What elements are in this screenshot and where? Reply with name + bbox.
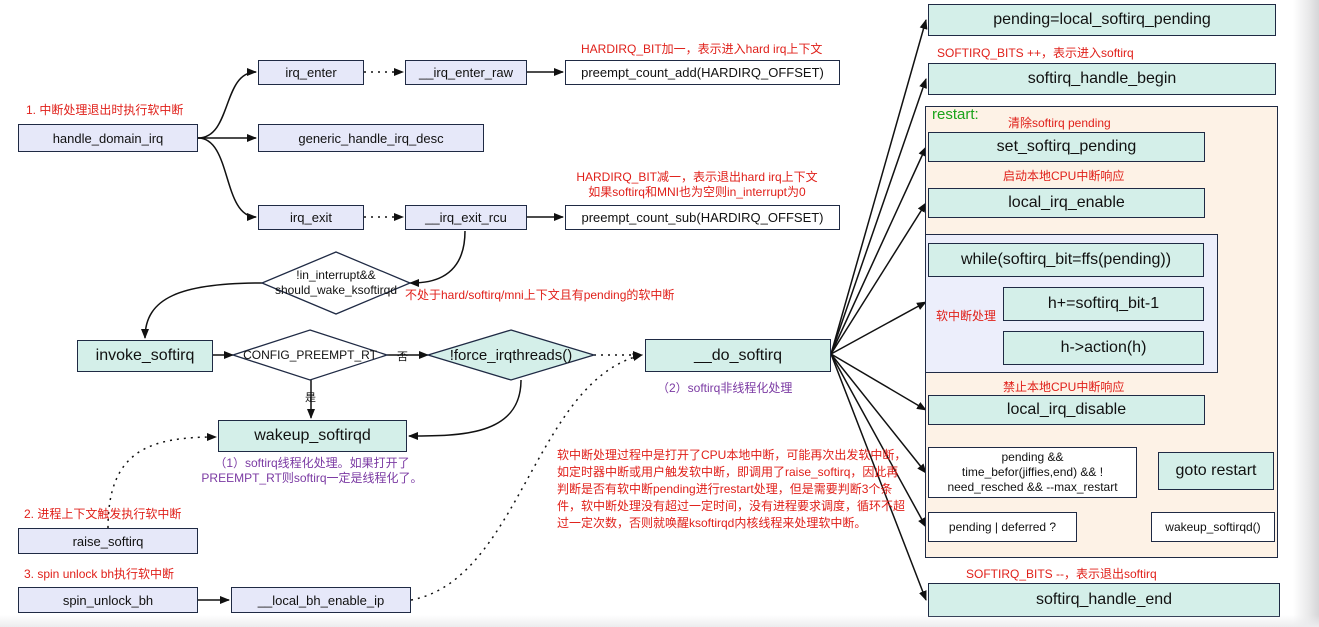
threaded-line-2: PREEMPT_RT则softirq一定是线程化了。 bbox=[201, 471, 423, 485]
section-1-note: 1. 中断处理退出时执行软中断 bbox=[26, 103, 184, 117]
restart-description-line-3: 判断是否有软中断pending进行restart处理，但是需要判断3个条 bbox=[557, 482, 893, 496]
config-preempt-rt-label: CONFIG_PREEMPT_RT bbox=[243, 348, 377, 362]
restart-condition-node[interactable]: pending && time_befor(jiffies,end) && ! … bbox=[928, 447, 1137, 498]
irq-exit-node[interactable]: irq_exit bbox=[258, 205, 364, 230]
preempt-count-sub-node[interactable]: preempt_count_sub(HARDIRQ_OFFSET) bbox=[565, 205, 840, 230]
restart-description-line-2: 如定时器中断或用户触发软中断，即调用了raise_softirq，因此再 bbox=[557, 465, 899, 479]
hardirq-add-note: HARDIRQ_BIT加一，表示进入hard irq上下文 bbox=[581, 42, 823, 56]
section-3-note: 3. spin unlock bh执行软中断 bbox=[24, 567, 175, 581]
bottom-edge-shadow bbox=[0, 615, 1319, 627]
restart-condition-line-3: need_resched && --max_restart bbox=[947, 480, 1118, 494]
no-label: 否 bbox=[397, 351, 408, 363]
edge-do-to-irq-enable bbox=[830, 202, 927, 355]
restart-condition-line-2: time_befor(jiffies,end) && ! bbox=[961, 465, 1104, 479]
edge-handle-to-irq-enter bbox=[197, 68, 257, 139]
while-ffs-node[interactable]: while(softirq_bit=ffs(pending)) bbox=[928, 243, 1204, 277]
edge-handle-to-irq-exit bbox=[197, 137, 257, 221]
in-interrupt-line-1: !in_interrupt&& bbox=[296, 268, 376, 282]
softirq-bits-dec-note: SOFTIRQ_BITS --，表示退出softirq bbox=[966, 567, 1157, 581]
invoke-softirq-node[interactable]: invoke_softirq bbox=[77, 340, 213, 372]
hardirq-sub-line-2: 如果softirq和MNI也为空则in_interrupt为0 bbox=[588, 185, 806, 199]
irq-enter-raw-node[interactable]: __irq_enter_raw bbox=[405, 60, 527, 85]
in-interrupt-line-2: should_wake_ksoftirqd bbox=[274, 283, 398, 297]
yes-label: 是 bbox=[305, 392, 316, 404]
goto-restart-node[interactable]: goto restart bbox=[1158, 452, 1274, 490]
restart-description: 软中断处理过程中是打开了CPU本地中断，可能再次出发软中断， 如定时器中断或用户… bbox=[557, 447, 906, 532]
enable-cpu-irq-note: 启动本地CPU中断响应 bbox=[1003, 169, 1125, 183]
softirq-bits-inc-note: SOFTIRQ_BITS ++，表示进入softirq bbox=[937, 46, 1134, 60]
restart-description-line-4: 件，软中断处理没有超过一定时间，没有进程要求调度，循环不超 bbox=[557, 499, 906, 513]
threaded-line-1: （1）softirq线程化处理。如果打开了 bbox=[214, 456, 410, 470]
edge-do-to-pending-deferred bbox=[830, 353, 927, 528]
softirq-handling-note: 软中断处理 bbox=[936, 309, 997, 323]
edge-force-to-wakeup bbox=[408, 379, 522, 440]
pending-deferred-node[interactable]: pending | deferred ? bbox=[928, 512, 1077, 542]
in-interrupt-diamond bbox=[260, 251, 412, 315]
hardirq-sub-line-1: HARDIRQ_BIT减一，表示退出hard irq上下文 bbox=[576, 170, 818, 184]
generic-handle-irq-desc-node[interactable]: generic_handle_irq_desc bbox=[258, 124, 484, 152]
edge-rcu-to-in-interrupt bbox=[409, 230, 466, 288]
config-preempt-rt-diamond bbox=[230, 329, 390, 381]
edge-local-bh-to-do-softirq bbox=[410, 353, 643, 601]
force-irqthreads-label: !force_irqthreads() bbox=[449, 346, 573, 364]
wakeup-softirqd-fn-node[interactable]: wakeup_softirqd() bbox=[1151, 512, 1275, 542]
do-softirq-node[interactable]: __do_softirq bbox=[645, 339, 831, 372]
local-irq-enable-node[interactable]: local_irq_enable bbox=[928, 188, 1205, 218]
force-irqthreads-diamond bbox=[425, 329, 597, 381]
edge-do-to-irq-disable bbox=[830, 353, 927, 411]
restart-description-line-1: 软中断处理过程中是打开了CPU本地中断，可能再次出发软中断， bbox=[557, 448, 907, 462]
raise-softirq-node[interactable]: raise_softirq bbox=[18, 528, 198, 554]
section-2-note: 2. 进程上下文触发执行软中断 bbox=[24, 507, 182, 521]
restart-label: restart: bbox=[932, 106, 979, 123]
edge-do-to-restart-cond bbox=[830, 353, 927, 474]
edge-do-to-handle-end bbox=[830, 353, 927, 601]
h-plus-node[interactable]: h+=softirq_bit-1 bbox=[1003, 287, 1204, 321]
in-interrupt-label: !in_interrupt&& should_wake_ksoftirqd bbox=[256, 266, 416, 300]
clear-pending-note: 清除softirq pending bbox=[1008, 116, 1111, 130]
restart-condition-line-1: pending && bbox=[1001, 450, 1064, 464]
softirq-handle-begin-node[interactable]: softirq_handle_begin bbox=[928, 63, 1276, 95]
pending-local-node[interactable]: pending=local_softirq_pending bbox=[928, 4, 1276, 36]
edge-in-interrupt-to-invoke bbox=[141, 282, 263, 339]
non-threaded-note: （2）softirq非线程化处理 bbox=[657, 381, 793, 395]
softirq-handle-end-node[interactable]: softirq_handle_end bbox=[928, 583, 1280, 617]
wakeup-softirqd-node[interactable]: wakeup_softirqd bbox=[218, 420, 407, 452]
right-edge-shadow bbox=[1293, 0, 1319, 627]
restart-description-line-5: 过一定次数，否则就唤醒ksoftirqd内核线程来处理软中断。 bbox=[557, 516, 867, 530]
handle-domain-irq-node[interactable]: handle_domain_irq bbox=[18, 124, 198, 152]
threaded-note: （1）softirq线程化处理。如果打开了 PREEMPT_RT则softirq… bbox=[186, 456, 438, 486]
edge-do-to-set-pending bbox=[830, 146, 927, 355]
set-softirq-pending-node[interactable]: set_softirq_pending bbox=[928, 132, 1205, 162]
h-action-node[interactable]: h->action(h) bbox=[1003, 331, 1204, 365]
irq-exit-rcu-node[interactable]: __irq_exit_rcu bbox=[405, 205, 527, 230]
not-in-hard-note: 不处于hard/softirq/mni上下文且有pending的软中断 bbox=[405, 288, 675, 302]
irq-enter-node[interactable]: irq_enter bbox=[258, 60, 364, 85]
edge-do-to-loop bbox=[830, 301, 927, 355]
preempt-count-add-node[interactable]: preempt_count_add(HARDIRQ_OFFSET) bbox=[565, 60, 840, 85]
local-bh-enable-ip-node[interactable]: __local_bh_enable_ip bbox=[231, 587, 411, 613]
spin-unlock-bh-node[interactable]: spin_unlock_bh bbox=[18, 587, 198, 613]
edge-do-to-begin bbox=[830, 78, 927, 355]
edge-do-to-pending bbox=[830, 19, 928, 355]
hardirq-sub-note: HARDIRQ_BIT减一，表示退出hard irq上下文 如果softirq和… bbox=[566, 170, 828, 200]
disable-cpu-irq-note: 禁止本地CPU中断响应 bbox=[1003, 380, 1125, 394]
local-irq-disable-node[interactable]: local_irq_disable bbox=[928, 395, 1205, 425]
